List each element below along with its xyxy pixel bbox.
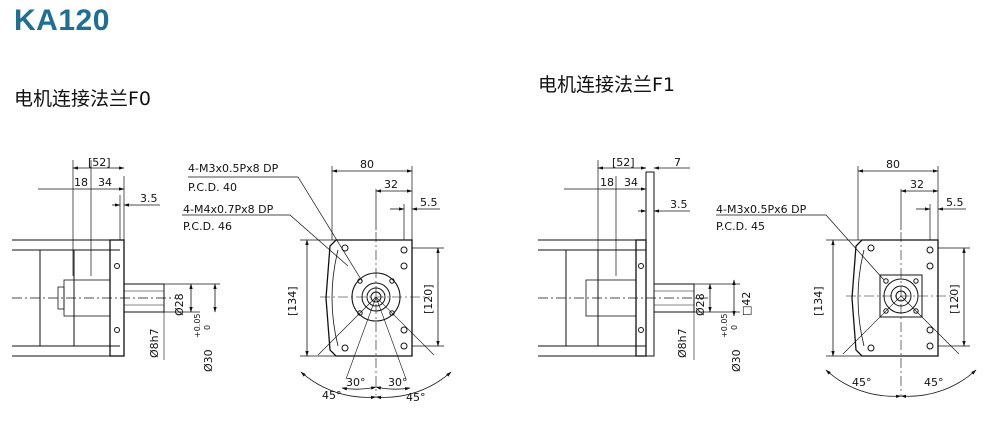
f0-dim-34: 34: [98, 176, 112, 189]
f0-dim-5-5: 5.5: [420, 196, 438, 209]
f0-note2-b: P.C.D. 46: [183, 220, 232, 233]
f0-tol-plus: +0.05: [193, 313, 202, 338]
f1-note1-a: 4-M3x0.5Px6 DP: [716, 203, 807, 216]
f0-dim-d30: Ø30: [202, 349, 215, 372]
f0-dim-80: 80: [360, 158, 374, 171]
f1-dim-120: [120]: [948, 284, 961, 314]
f1-dim-34: 34: [624, 176, 638, 189]
f0-note1-a: 4-M3x0.5Px8 DP: [188, 162, 279, 175]
f0-dim-52: [52]: [88, 156, 111, 169]
f1-tol-zero: 0: [730, 325, 739, 330]
f1-note1-b: P.C.D. 45: [716, 220, 765, 233]
f0-angle-30-left: 30°: [346, 376, 366, 389]
f0-dim-d8h7: Ø8h7: [148, 328, 161, 358]
f1-dim-d30: Ø30: [730, 349, 743, 372]
f0-dim-3-5: 3.5: [140, 192, 158, 205]
f1-angle-45-right: 45°: [924, 376, 944, 389]
f0-note1-b: P.C.D. 40: [188, 181, 237, 194]
f1-dim-sq42: □42: [740, 292, 753, 316]
f1-dim-d8h7: Ø8h7: [676, 328, 689, 358]
f1-dim-52: [52]: [612, 156, 635, 169]
f0-note2-a: 4-M4x0.7Px8 DP: [183, 203, 274, 216]
f1-dim-134: [134]: [812, 286, 825, 316]
f1-angle-45-left: 45°: [852, 376, 872, 389]
f0-front-view: [182, 166, 452, 400]
f1-dim-3-5: 3.5: [670, 198, 688, 211]
f1-dim-7: 7: [674, 156, 681, 169]
f1-front-view: [716, 166, 977, 399]
f0-dim-18: 18: [74, 176, 88, 189]
f1-dim-18: 18: [600, 176, 614, 189]
f0-dim-120: [120]: [422, 284, 435, 314]
f0-side-view: [12, 160, 220, 360]
f0-dim-134: [134]: [286, 286, 299, 316]
f0-tol-zero: 0: [203, 325, 212, 330]
f1-heading: 电机连接法兰F1: [538, 74, 676, 96]
f1-tol-plus: +0.05: [720, 313, 729, 338]
f0-angle-45-left: 45°: [322, 389, 342, 402]
f1-dim-32: 32: [910, 178, 924, 191]
page-title: KA120: [14, 4, 110, 37]
f0-angle-30-right: 30°: [388, 376, 408, 389]
f0-dim-d28: Ø28: [173, 293, 186, 316]
f0-dim-32: 32: [384, 178, 398, 191]
f1-dim-80: 80: [886, 158, 900, 171]
f1-dim-d28: Ø28: [694, 293, 707, 316]
f1-side-view: [538, 160, 740, 360]
f0-heading: 电机连接法兰F0: [14, 88, 152, 110]
f0-angle-45-right: 45°: [406, 391, 426, 404]
f1-dim-5-5: 5.5: [946, 196, 964, 209]
